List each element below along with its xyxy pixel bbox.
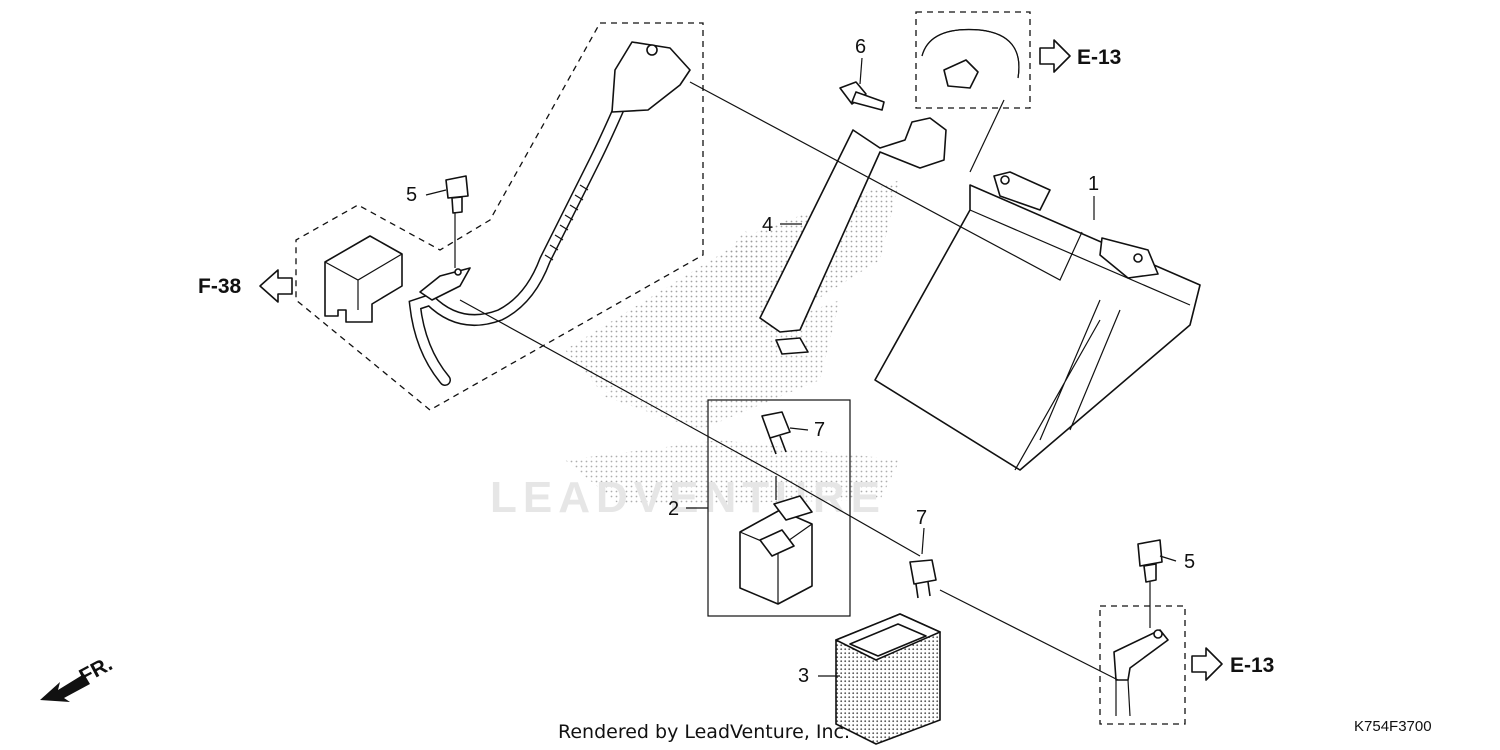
watermark-text: LEADVENTURE [490,473,886,522]
cable-clamp-top [921,28,1020,89]
ref-e13-top-arrow-icon [1039,39,1071,73]
bracket-detail-outline [1099,605,1186,725]
ref-f38-arrow-icon [259,269,293,303]
terminal-cover [324,235,403,323]
callout-part-7-lower: 7 [916,507,927,529]
callout-part-1: 1 [1088,173,1099,195]
bolt-left [445,175,469,214]
callout-part-6: 6 [855,36,866,58]
battery-cable [408,41,691,386]
bolt-six [839,81,885,111]
diagram-code: K754F3700 [1354,718,1432,735]
starter-relay [739,495,813,605]
bolt-right [1137,539,1163,583]
callout-part-5-left: 5 [406,184,417,206]
battery-holder [759,117,947,355]
callout-part-2: 2 [668,498,679,520]
callout-leaders [425,57,1177,677]
connection-lines [454,81,1151,681]
battery [874,171,1201,471]
footer-credit: Rendered by LeadVenture, Inc. [558,721,850,743]
ref-e13-bottom-label: E-13 [1230,654,1274,677]
clamp-detail-outline [915,11,1031,109]
cable-group-outline [295,22,704,411]
callout-part-5-right: 5 [1184,551,1195,573]
ground-terminal [1113,629,1169,717]
ref-e13-top-label: E-13 [1077,46,1121,69]
callout-part-7-top: 7 [814,419,825,441]
ref-e13-bottom-arrow-icon [1191,647,1223,681]
fuse-top [761,411,791,455]
front-direction-arrow-icon [40,674,90,702]
callout-part-4: 4 [762,214,773,236]
relay-cover [835,613,941,745]
fuse-lower [909,559,937,599]
ref-f38-label: F-38 [198,275,242,298]
callout-part-3: 3 [798,665,809,687]
